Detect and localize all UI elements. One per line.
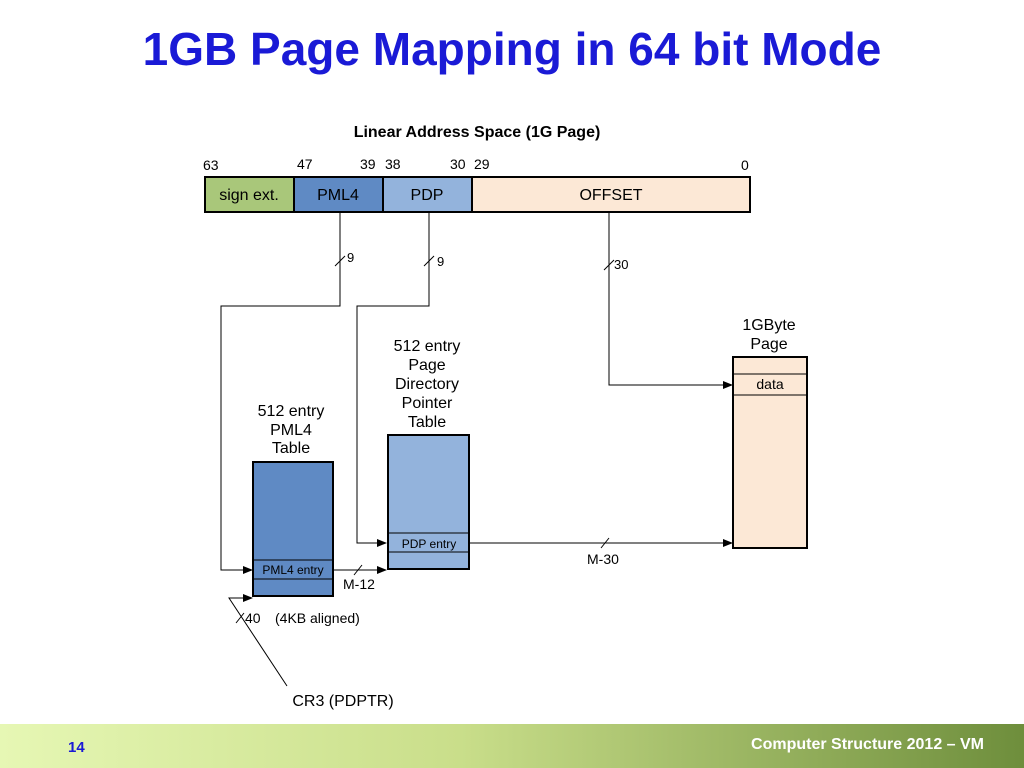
field-offset [471, 176, 751, 213]
pdp-width-tick [423, 255, 435, 267]
m30-label: M-30 [587, 551, 619, 567]
paging-diagram: Linear Address Space (1G Page) 63 47 39 … [203, 124, 808, 710]
footer-text: Computer Structure 2012 – VM [751, 736, 984, 753]
page-title-2: Page [750, 336, 787, 353]
pml4-table-title-2: PML4 [270, 422, 312, 439]
pdp-table [387, 434, 470, 570]
m30-tick [600, 537, 610, 549]
m12-label: M-12 [343, 576, 375, 592]
field-sign-ext [204, 176, 295, 213]
pdp-width-label: 9 [437, 254, 444, 269]
m12-tick [353, 564, 363, 576]
pml4-entry-label: PML4 entry [262, 563, 323, 577]
field-pdp [382, 176, 473, 213]
bit-label-29: 29 [474, 156, 490, 172]
pml4-table-title-1: 512 entry [258, 403, 325, 420]
pdp-table-title-3: Directory [395, 376, 459, 393]
bit-label-30: 30 [450, 156, 466, 172]
pdp-table-title-5: Table [408, 414, 446, 431]
pdp-table-title-2: Page [408, 357, 445, 374]
page-title-1: 1GByte [742, 317, 795, 334]
pml4-table-title-3: Table [272, 440, 310, 457]
bit-label-63: 63 [203, 157, 219, 173]
pdp-entry-label: PDP entry [402, 537, 456, 551]
offset-arrow [608, 212, 733, 389]
address-space-title: Linear Address Space (1G Page) [354, 124, 601, 141]
pml4-table [252, 461, 334, 597]
field-sign-ext-label: sign ext. [219, 187, 279, 204]
field-pml4 [293, 176, 384, 213]
data-entry-label: data [756, 376, 783, 392]
field-offset-label: OFFSET [579, 187, 642, 204]
pml4-width-tick [334, 255, 346, 267]
cr3-aligned-label: (4KB aligned) [275, 610, 360, 626]
field-pdp-label: PDP [411, 187, 444, 204]
bit-label-39: 39 [360, 156, 376, 172]
pdp-index-arrow [356, 212, 430, 547]
slide-title: 1GB Page Mapping in 64 bit Mode [142, 23, 882, 75]
cr3-arrow [228, 594, 288, 687]
gbyte-page [732, 356, 808, 549]
cr3-label: CR3 (PDPTR) [292, 693, 393, 710]
page-number: 14 [68, 739, 85, 756]
pdp-table-title-1: 512 entry [394, 338, 461, 355]
pml4-width-label: 9 [347, 250, 354, 265]
bit-label-47: 47 [297, 156, 313, 172]
bit-label-38: 38 [385, 156, 401, 172]
pdp-table-title-4: Pointer [402, 395, 453, 412]
offset-width-tick [603, 259, 615, 271]
cr3-width-label: 40 [245, 610, 261, 626]
bit-label-0: 0 [741, 157, 749, 173]
field-pml4-label: PML4 [317, 187, 359, 204]
offset-width-label: 30 [614, 257, 628, 272]
footer-bar [0, 724, 1024, 768]
pml4-index-arrow [220, 212, 341, 574]
cr3-width-tick [235, 612, 245, 624]
